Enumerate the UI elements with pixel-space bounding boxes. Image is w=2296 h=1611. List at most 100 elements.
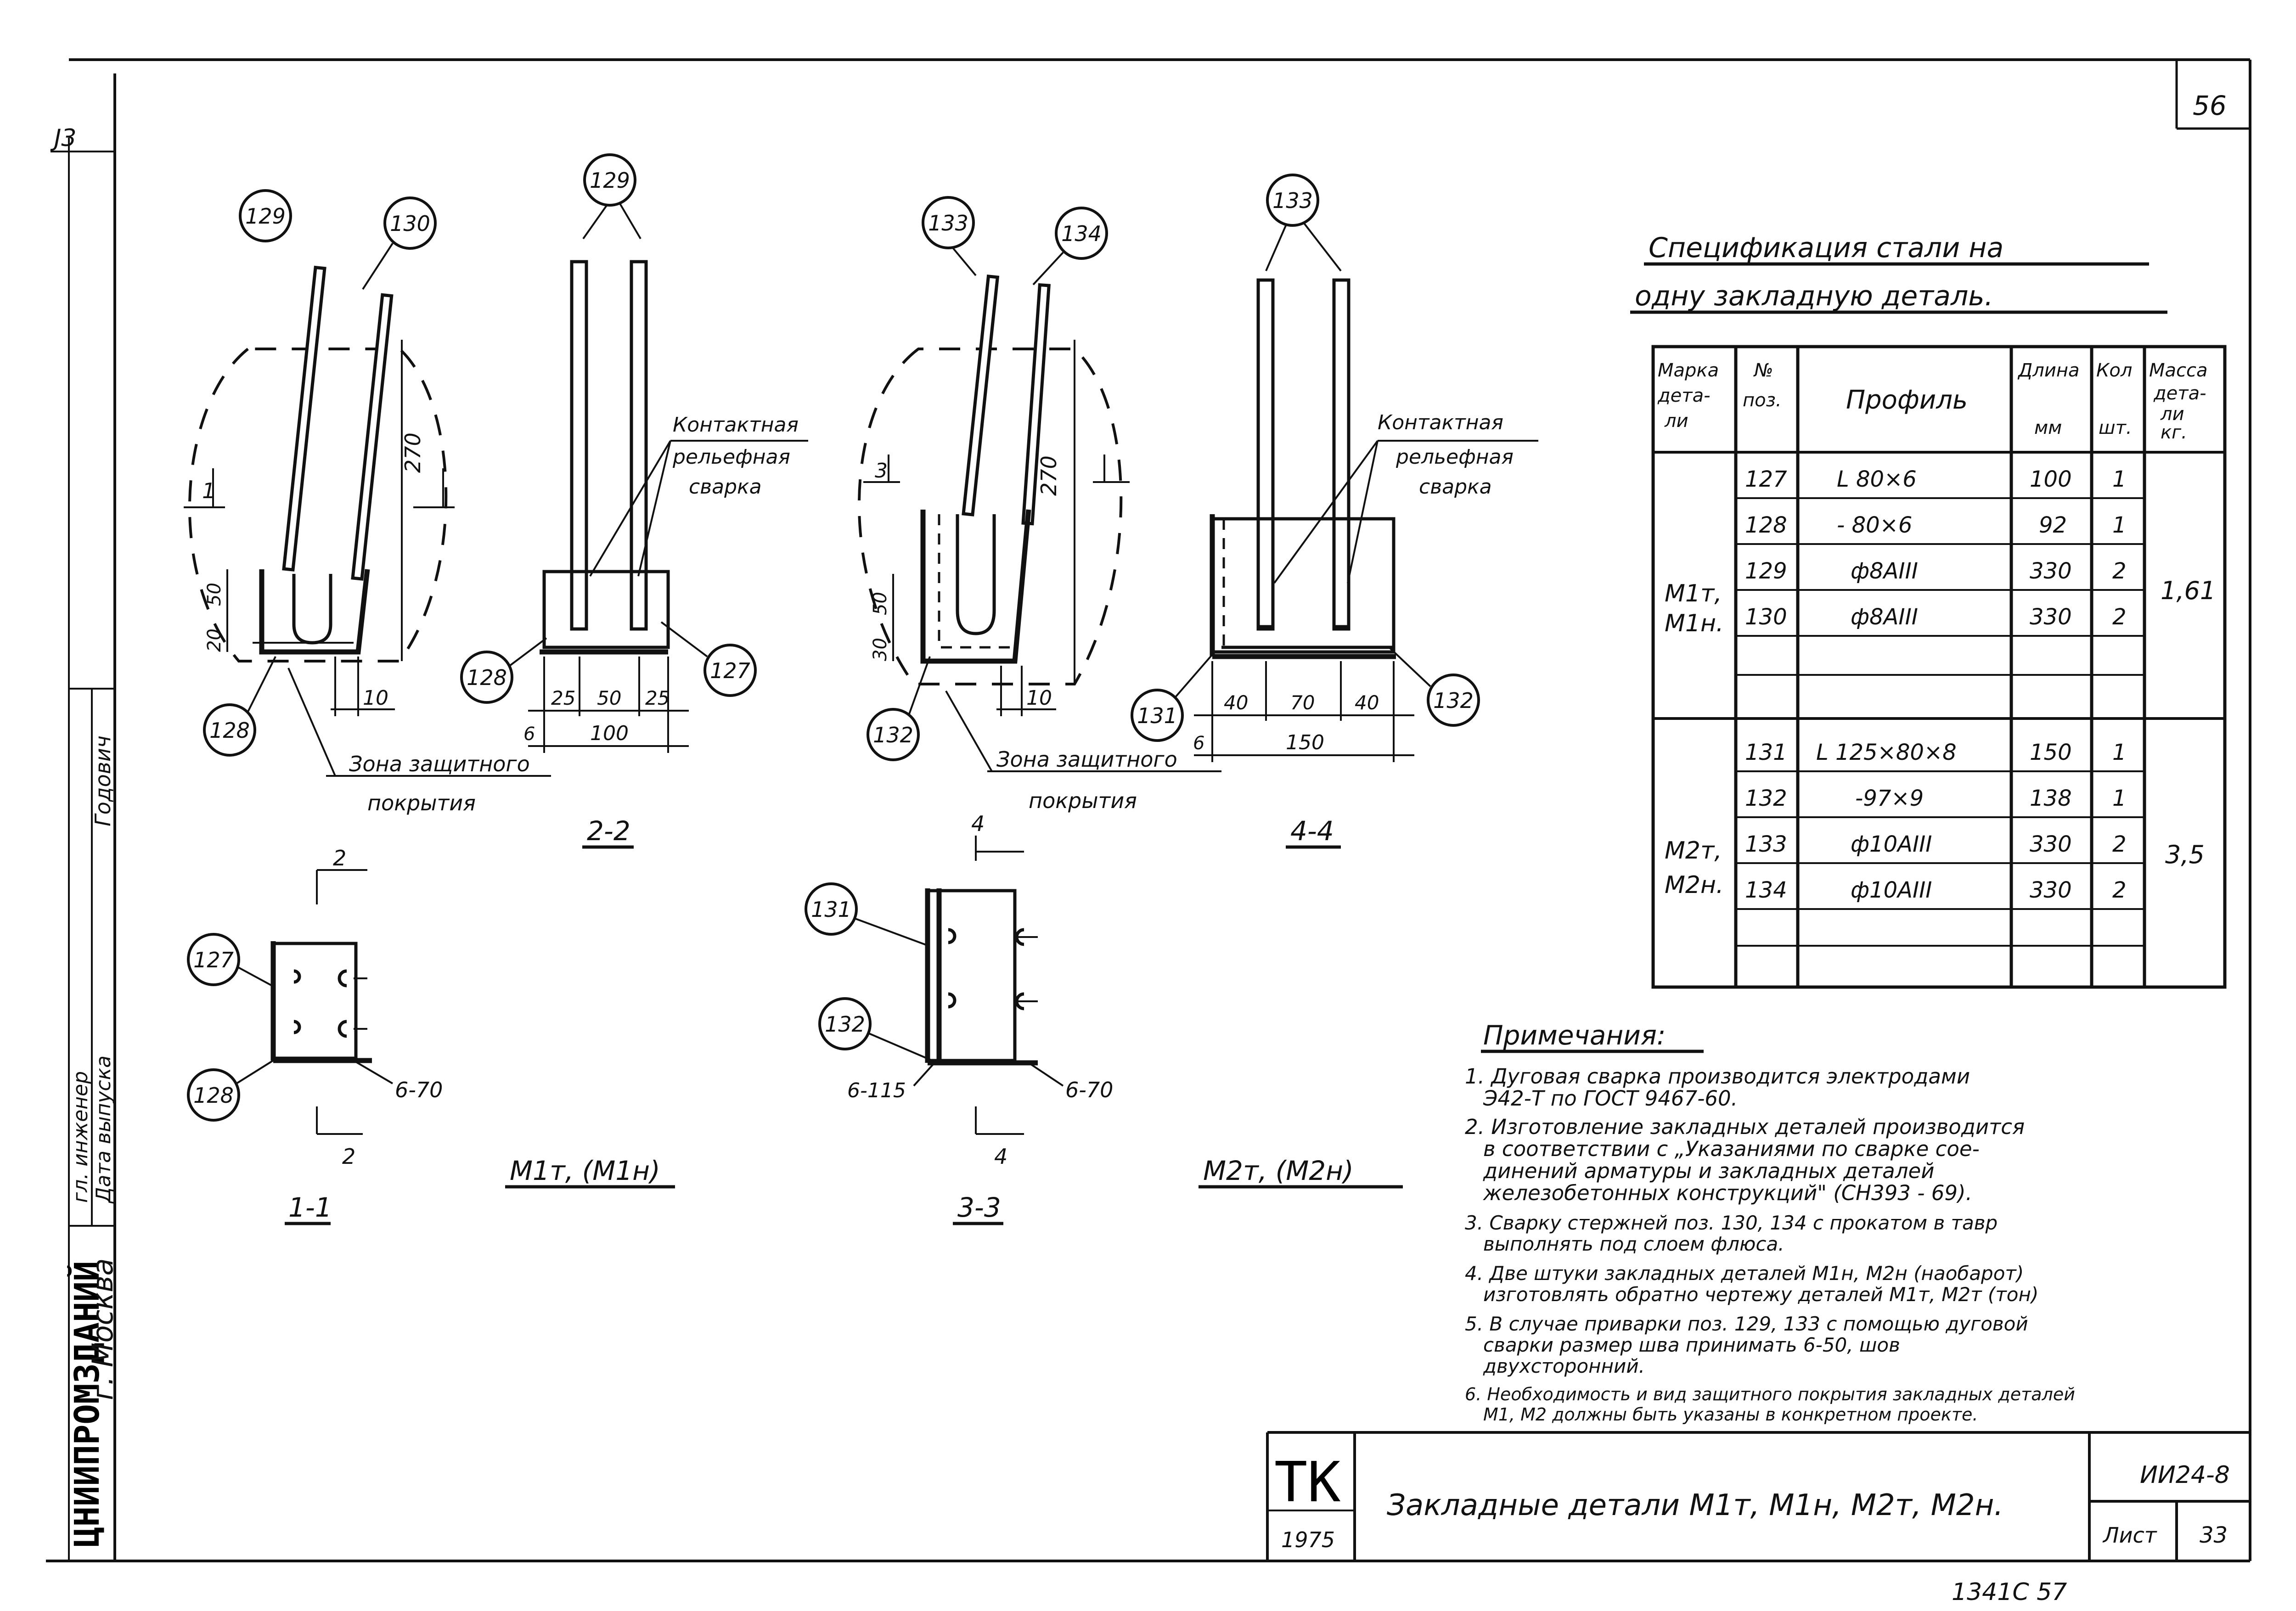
plate-128 bbox=[259, 569, 370, 655]
svg-text:131: 131 bbox=[1745, 740, 1787, 765]
caption-4-4: 4-4 bbox=[1290, 815, 1334, 847]
bubble-129b bbox=[583, 153, 636, 207]
cut-mark-3: 3 bbox=[875, 459, 888, 483]
group2-mark-2: М2н. bbox=[1665, 871, 1723, 899]
caption-2-2: 2-2 bbox=[587, 815, 630, 847]
rod-129-right bbox=[630, 260, 648, 594]
svg-text:1: 1 bbox=[2112, 740, 2127, 765]
plan-view-1: 2 2 127 128 6-70 1-1 М1т, (М1н) bbox=[187, 846, 675, 1225]
plate-132-side bbox=[920, 509, 1031, 664]
weld-note-4a: Контактная bbox=[1378, 411, 1503, 434]
note-line: Э42-Т по ГОСТ 9467-60. bbox=[1483, 1086, 1738, 1111]
hdr-mass-1: Масса bbox=[2149, 360, 2208, 381]
bubble-128b-label: 128 bbox=[467, 665, 507, 690]
stamp-year: 1975 bbox=[1281, 1527, 1335, 1552]
svg-text:330: 330 bbox=[2030, 604, 2072, 630]
bubble-128c bbox=[187, 1068, 240, 1122]
hdr-mark-3: ли bbox=[1664, 410, 1688, 432]
dim-6b: 6 bbox=[1193, 733, 1204, 754]
svg-text:100: 100 bbox=[2030, 466, 2072, 492]
group2-row-132: 132 -97×9 138 1 bbox=[1745, 786, 2127, 811]
weld-note-4c: сварка bbox=[1419, 475, 1492, 499]
bubble-128c-label: 128 bbox=[193, 1083, 234, 1108]
group1-row-128: 128 - 80×6 92 1 bbox=[1745, 512, 2127, 538]
bubble-127b-label: 127 bbox=[193, 948, 234, 972]
note-line: в соответствии с „Указаниями по сварке с… bbox=[1483, 1137, 1980, 1161]
svg-text:128: 128 bbox=[1745, 512, 1787, 538]
svg-text:2: 2 bbox=[2112, 604, 2127, 630]
notes-block: Примечания: 1. Дуговая сварка производит… bbox=[1465, 1020, 2075, 1425]
bubble-132b bbox=[1427, 674, 1480, 727]
drawing-2: 129 128 127 Контактная рельефная сварка … bbox=[460, 153, 808, 849]
part-caption-m1: М1т, (М1н) bbox=[510, 1155, 660, 1186]
signer-name: Годович bbox=[90, 735, 115, 826]
caption-1-1: 1-1 bbox=[288, 1192, 332, 1223]
bubble-128-label: 128 bbox=[209, 718, 250, 743]
svg-text:ф8АIII: ф8АIII bbox=[1851, 558, 1918, 584]
protective-zone-outline bbox=[188, 348, 448, 662]
notes-title: Примечания: bbox=[1483, 1020, 1666, 1051]
bubble-132 bbox=[867, 708, 920, 761]
hdr-mark-1: Марка bbox=[1658, 360, 1719, 381]
rod-129 bbox=[282, 265, 326, 572]
weld-note-2a: Контактная bbox=[673, 413, 799, 437]
dim-10: 10 bbox=[363, 686, 388, 710]
bubble-134 bbox=[1055, 207, 1108, 260]
dim-70: 70 bbox=[1290, 691, 1315, 714]
plate-128-section bbox=[542, 570, 670, 649]
weld-6-70-a: 6-70 bbox=[395, 1078, 443, 1102]
svg-text:330: 330 bbox=[2030, 877, 2072, 903]
bubble-127 bbox=[703, 644, 757, 697]
bubble-128b bbox=[460, 651, 513, 704]
hdr-len-1: Длина bbox=[2017, 360, 2079, 381]
bubble-133b-label: 133 bbox=[1272, 188, 1313, 213]
bubble-127b bbox=[187, 933, 240, 986]
note-line: выполнять под слоем флюса. bbox=[1483, 1233, 1784, 1255]
stamp-code: ТК bbox=[1274, 1451, 1341, 1515]
note-line: 5. В случае приварки поз. 129, 133 с пом… bbox=[1465, 1313, 2028, 1335]
weld-6-115: 6-115 bbox=[847, 1079, 906, 1102]
svg-text:L 80×6: L 80×6 bbox=[1837, 466, 1917, 492]
bubble-129b-label: 129 bbox=[590, 168, 630, 193]
bubble-130-label: 130 bbox=[390, 211, 430, 236]
drawing-3: 3 270 50 30 10 Зона защитного покрытия 1… bbox=[858, 196, 1221, 813]
part-caption-m2: М2т, (М2н) bbox=[1203, 1155, 1354, 1186]
group1-row-130: 130 ф8АIII 330 2 bbox=[1745, 604, 2127, 630]
hdr-mass-4: кг. bbox=[2161, 422, 2187, 443]
note-line: изготовлять обратно чертежу деталей М1т,… bbox=[1483, 1283, 2038, 1306]
svg-text:-97×9: -97×9 bbox=[1855, 786, 1924, 811]
svg-text:1: 1 bbox=[2112, 466, 2127, 492]
org-city: г. Москва bbox=[86, 1258, 119, 1401]
svg-text:- 80×6: - 80×6 bbox=[1837, 512, 1912, 538]
sheet-label: Лист bbox=[2102, 1523, 2157, 1548]
zone-label-1a: Зона защитного bbox=[349, 752, 530, 776]
bubble-131b bbox=[805, 882, 858, 936]
doc-code: ИИ24-8 bbox=[2140, 1461, 2230, 1489]
weld-note-2b: рельефная bbox=[672, 445, 790, 469]
bubble-133-label: 133 bbox=[928, 211, 968, 236]
weld-6-70-b: 6-70 bbox=[1065, 1078, 1113, 1102]
bubble-128 bbox=[203, 703, 256, 757]
mark-2-bottom: 2 bbox=[342, 1144, 355, 1169]
side-block: ЦНИИПРОМЗДАНИЙ г. Москва гл. инженер Дат… bbox=[67, 688, 119, 1547]
svg-text:133: 133 bbox=[1745, 831, 1787, 857]
zone-label-3a: Зона защитного bbox=[996, 747, 1177, 772]
svg-text:150: 150 bbox=[2030, 740, 2072, 765]
dim-20: 20 bbox=[204, 629, 225, 652]
dim-100: 100 bbox=[590, 722, 629, 745]
svg-text:ф10АIII: ф10АIII bbox=[1851, 877, 1932, 903]
note-line: сварки размер шва принимать 6-50, шов bbox=[1483, 1334, 1900, 1356]
spec-title-2: одну закладную деталь. bbox=[1635, 280, 1993, 312]
svg-text:2: 2 bbox=[2112, 831, 2127, 857]
note-line: 2. Изготовление закладных деталей произв… bbox=[1465, 1115, 2025, 1139]
hdr-mass-2: дета- bbox=[2153, 383, 2206, 404]
dim-10b: 10 bbox=[1026, 686, 1052, 710]
hdr-profile: Профиль bbox=[1846, 385, 1968, 415]
svg-text:134: 134 bbox=[1745, 877, 1787, 903]
drawing-1: 1 270 50 20 10 Зона защитного покрытия 1… bbox=[184, 189, 551, 815]
svg-text:1: 1 bbox=[2112, 786, 2127, 811]
hdr-mass-3: ли bbox=[2160, 404, 2184, 425]
sheet-frame bbox=[46, 58, 2251, 1562]
u-bend bbox=[292, 574, 332, 645]
note-line: железобетонных конструкций" (СН393 - 69)… bbox=[1483, 1181, 1972, 1205]
